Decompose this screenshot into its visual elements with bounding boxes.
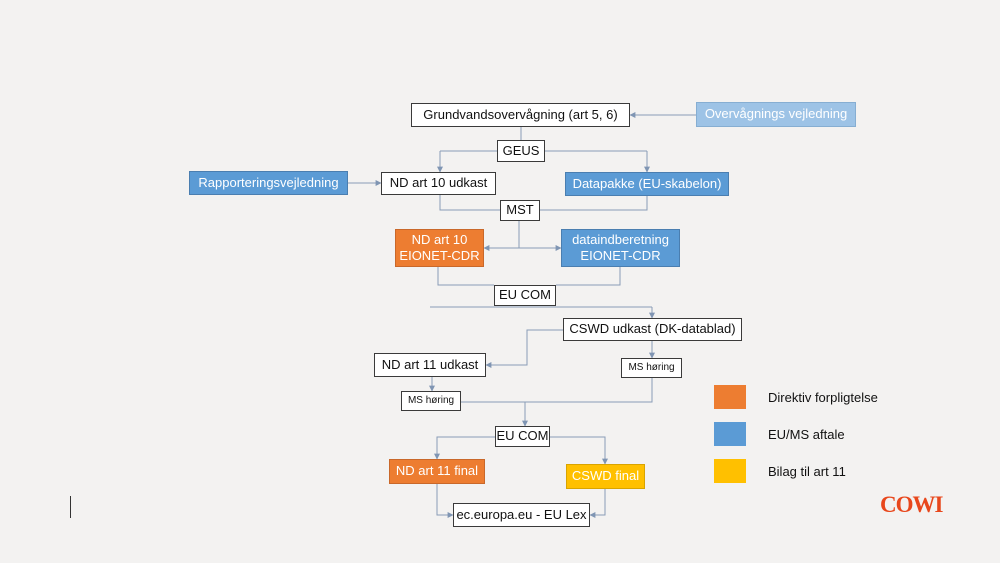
legend-label-direktiv: Direktiv forpligtelse bbox=[768, 390, 878, 405]
cowi-logo: COWI bbox=[880, 492, 943, 517]
connector bbox=[525, 378, 653, 403]
legend-swatch-orange bbox=[714, 385, 746, 409]
node-nd-art10-eionet: ND art 10 EIONET-CDR bbox=[395, 229, 484, 267]
legend-label-eu-ms: EU/MS aftale bbox=[768, 427, 845, 442]
node-rapporteringsvejledning: Rapporteringsvejledning bbox=[189, 171, 348, 195]
connector bbox=[436, 484, 454, 518]
legend-swatch-yellow bbox=[714, 459, 746, 483]
connector bbox=[550, 436, 608, 465]
node-eu-com-1: EU COM bbox=[494, 285, 556, 306]
connector bbox=[556, 266, 621, 286]
node-dataindberetning: dataindberetning EIONET-CDR bbox=[561, 229, 680, 267]
connector bbox=[589, 489, 606, 518]
node-geus: GEUS bbox=[497, 140, 545, 162]
legend-label-bilag: Bilag til art 11 bbox=[768, 464, 846, 479]
node-datapakke: Datapakke (EU-skabelon) bbox=[565, 172, 729, 196]
connector bbox=[485, 329, 563, 368]
node-cswd-final: CSWD final bbox=[566, 464, 645, 489]
connector bbox=[437, 266, 494, 286]
connector bbox=[540, 195, 648, 211]
node-nd-art11-final: ND art 11 final bbox=[389, 459, 485, 484]
node-overvaagnings-vejledning: Overvågnings vejledning bbox=[696, 102, 856, 127]
node-nd-art11-udkast: ND art 11 udkast bbox=[374, 353, 486, 377]
node-ms-horing-left: MS høring bbox=[401, 391, 461, 411]
node-cswd-udkast: CSWD udkast (DK-datablad) bbox=[563, 318, 742, 341]
connector bbox=[434, 436, 495, 460]
node-eurlex: ec.europa.eu - EU Lex bbox=[453, 503, 590, 527]
node-ms-horing-right: MS høring bbox=[621, 358, 682, 378]
node-nd-art10-udkast: ND art 10 udkast bbox=[381, 172, 496, 195]
connector bbox=[439, 195, 500, 211]
slide-divider bbox=[70, 496, 71, 518]
node-mst: MST bbox=[500, 200, 540, 221]
legend-swatch-blue bbox=[714, 422, 746, 446]
node-eu-com-2: EU COM bbox=[495, 426, 550, 447]
node-grundvandsovervaagning: Grundvandsovervågning (art 5, 6) bbox=[411, 103, 630, 127]
